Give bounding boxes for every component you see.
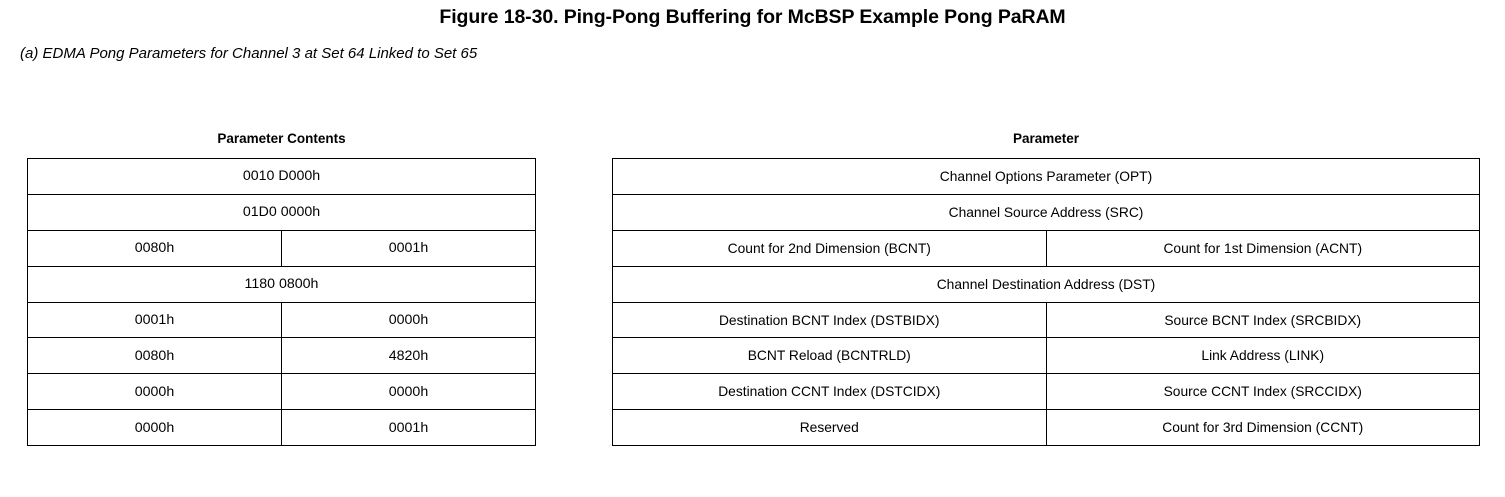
parameter-cell: Channel Source Address (SRC) (612, 193, 1480, 231)
contents-cell: 0080h (27, 229, 282, 267)
table-row: Count for 2nd Dimension (BCNT)Count for … (612, 229, 1480, 267)
parameter-cell: Channel Options Parameter (OPT) (612, 158, 1480, 195)
parameter-cell: BCNT Reload (BCNTRLD) (612, 337, 1047, 375)
parameter-cell: Count for 3rd Dimension (CCNT) (1045, 409, 1480, 447)
parameter-cell: Source CCNT Index (SRCCIDX) (1045, 373, 1480, 411)
parameter-table: Channel Options Parameter (OPT)Channel S… (612, 158, 1480, 447)
table-row: 1180 0800h (27, 265, 536, 303)
contents-cell: 0000h (27, 409, 282, 447)
parameter-cell: Channel Destination Address (DST) (612, 265, 1480, 303)
parameter-contents-heading: Parameter Contents (217, 131, 346, 146)
figure-subtitle: (a) EDMA Pong Parameters for Channel 3 a… (20, 45, 478, 62)
table-row: Destination CCNT Index (DSTCIDX)Source C… (612, 373, 1480, 411)
parameter-cell: Destination BCNT Index (DSTBIDX) (612, 301, 1047, 339)
table-row: 01D0 0000h (27, 193, 536, 231)
figure-title: Figure 18-30. Ping-Pong Buffering for Mc… (439, 6, 1066, 28)
table-row: Channel Source Address (SRC) (612, 193, 1480, 231)
contents-cell: 0080h (27, 337, 282, 375)
contents-cell: 0000h (27, 373, 282, 411)
contents-cell: 1180 0800h (27, 265, 536, 303)
table-row: BCNT Reload (BCNTRLD)Link Address (LINK) (612, 337, 1480, 375)
parameter-cell: Source BCNT Index (SRCBIDX) (1045, 301, 1480, 339)
parameter-cell: Reserved (612, 409, 1047, 447)
contents-cell: 0000h (281, 301, 536, 339)
table-row: Channel Options Parameter (OPT) (612, 158, 1480, 195)
contents-cell: 4820h (281, 337, 536, 375)
table-row: Channel Destination Address (DST) (612, 265, 1480, 303)
contents-cell: 0000h (281, 373, 536, 411)
contents-cell: 0010 D000h (27, 158, 536, 195)
contents-cell: 0001h (27, 301, 282, 339)
parameter-body: Channel Options Parameter (OPT)Channel S… (612, 158, 1480, 447)
contents-cell: 01D0 0000h (27, 193, 536, 231)
parameter-heading: Parameter (1012, 131, 1080, 146)
parameter-cell: Link Address (LINK) (1045, 337, 1480, 375)
parameter-cell: Destination CCNT Index (DSTCIDX) (612, 373, 1047, 411)
parameter-cell: Count for 1st Dimension (ACNT) (1045, 229, 1480, 267)
contents-cell: 0001h (281, 409, 536, 447)
parameter-cell: Count for 2nd Dimension (BCNT) (612, 229, 1047, 267)
contents-cell: 0001h (281, 229, 536, 267)
table-row: 0010 D000h (27, 158, 536, 195)
table-row: Destination BCNT Index (DSTBIDX)Source B… (612, 301, 1480, 339)
